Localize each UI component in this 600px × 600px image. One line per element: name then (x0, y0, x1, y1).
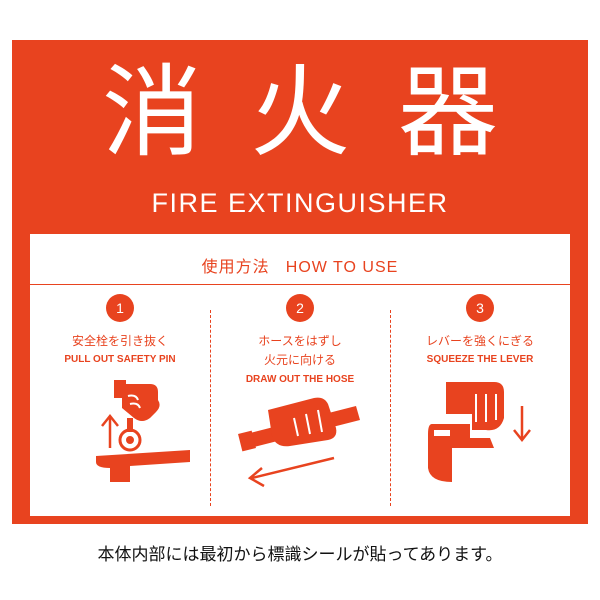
how-to-use-panel: 使用方法 HOW TO USE 1 安全栓を引き抜く PULL OUT SAFE… (30, 234, 570, 516)
step-instruction-en: DRAW OUT THE HOSE (245, 374, 355, 385)
pull-pin-icon (96, 380, 190, 482)
title-char: 器 (398, 54, 498, 171)
step-number-badge: 2 (286, 294, 314, 322)
squeeze-lever-icon (428, 382, 531, 482)
sign-title-en: FIRE EXTINGUISHER (151, 188, 449, 218)
step-instruction-jp: レバーを強くにぎる (425, 334, 534, 348)
step-instruction-jp: 安全栓を引き抜く (71, 334, 168, 348)
step-instruction-en: PULL OUT SAFETY PIN (64, 354, 176, 365)
step-instruction-jp-line-2: 火元に向ける (263, 353, 336, 367)
heading-divider (30, 284, 570, 285)
step-number-badge: 1 (106, 294, 134, 322)
hose-icon (238, 397, 360, 488)
step-divider (210, 310, 211, 506)
step-divider (390, 310, 391, 506)
step-3: 3 レバーを強くにぎる SQUEEZE THE LEVER (390, 294, 570, 514)
how-to-use-jp: 使用方法 (201, 257, 270, 276)
how-to-use-en: HOW TO USE (285, 259, 399, 276)
fire-extinguisher-sign: 消 火 器 FIRE EXTINGUISHER 使用方法 HOW TO USE … (12, 40, 588, 524)
step-2: 2 ホースをはずし 火元に向ける DRAW OUT THE HOSE (210, 294, 390, 514)
step-1: 1 安全栓を引き抜く PULL OUT SAFETY PIN (30, 294, 210, 514)
title-char: 消 (102, 54, 202, 171)
how-to-use-heading: 使用方法 HOW TO USE (30, 253, 570, 277)
step-number-badge: 3 (466, 294, 494, 322)
step-instruction-jp-line-1: ホースをはずし (258, 334, 342, 348)
footnote-text: 本体内部には最初から標識シールが貼ってあります。 (97, 545, 503, 565)
title-char: 火 (250, 54, 350, 171)
step-instruction-en: SQUEEZE THE LEVER (426, 354, 534, 365)
sign-title-jp: 消 火 器 (12, 58, 588, 168)
